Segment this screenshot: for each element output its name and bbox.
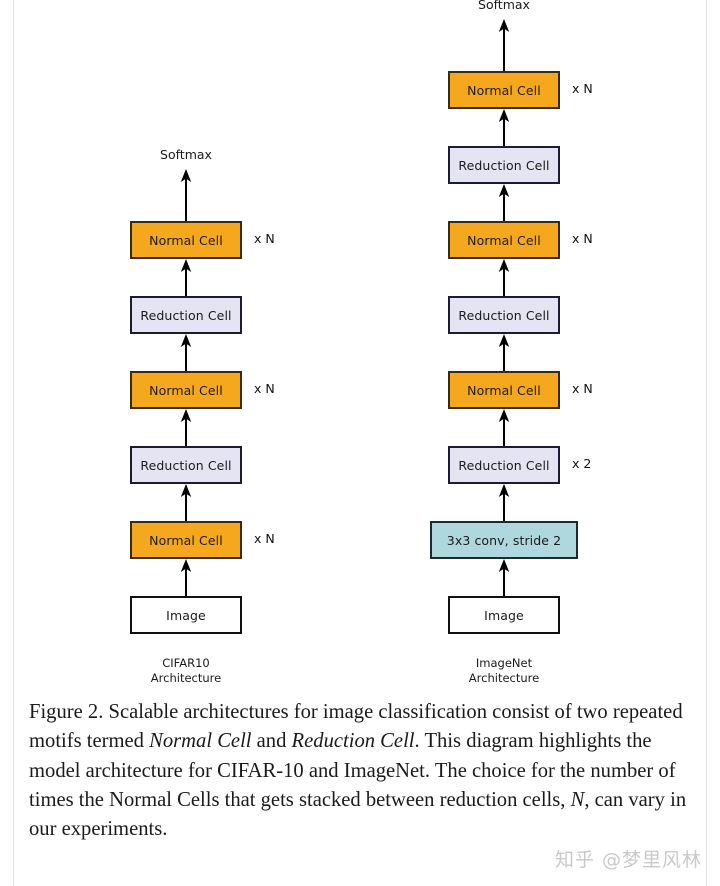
node-label: Reduction Cell xyxy=(140,307,232,323)
node-label: Image xyxy=(166,607,206,623)
flow-arrow-output xyxy=(178,169,194,221)
caption-emphasis-normal-cell: Normal Cell xyxy=(149,730,252,753)
caption-text-part4: , can vary in our experiments. xyxy=(29,788,687,841)
repeat-multiplier-label: x 2 xyxy=(572,456,592,471)
page-border-left xyxy=(13,0,14,886)
node-label: Reduction Cell xyxy=(458,157,550,173)
repeat-multiplier-label: x N xyxy=(572,381,593,396)
softmax-output-label: Softmax xyxy=(478,0,530,12)
node-conv-6: 3x3 conv, stride 2 xyxy=(430,521,578,559)
node-normal-4: Normal Cell xyxy=(448,371,560,409)
node-label: Normal Cell xyxy=(467,232,541,248)
node-label: Normal Cell xyxy=(149,532,223,548)
node-reduction-3: Reduction Cell xyxy=(130,446,242,484)
flow-arrow xyxy=(496,484,512,521)
node-normal-0: Normal Cell xyxy=(448,71,560,109)
node-normal-0: Normal Cell xyxy=(130,221,242,259)
node-label: Normal Cell xyxy=(149,232,223,248)
flow-arrow xyxy=(496,184,512,221)
flow-arrow xyxy=(496,259,512,296)
flow-arrow xyxy=(178,484,194,521)
caption-variable-n: N xyxy=(570,788,585,811)
node-label: 3x3 conv, stride 2 xyxy=(446,532,562,548)
flow-arrow xyxy=(496,334,512,371)
caption-text-part1: Figure 2. Scalable architectures for ima… xyxy=(29,701,683,753)
flow-arrow xyxy=(496,409,512,446)
flow-arrow xyxy=(178,334,194,371)
node-label: Reduction Cell xyxy=(458,307,550,323)
architecture-name-line1: ImageNet xyxy=(475,656,533,670)
caption-text-part3: . This diagram highlights the model arch… xyxy=(29,730,676,811)
node-reduction-3: Reduction Cell xyxy=(448,296,560,334)
node-normal-4: Normal Cell xyxy=(130,521,242,559)
node-reduction-1: Reduction Cell xyxy=(130,296,242,334)
node-label: Normal Cell xyxy=(149,382,223,398)
repeat-multiplier-label: x N xyxy=(572,231,593,246)
node-label: Reduction Cell xyxy=(140,457,232,473)
watermark: 知乎 @梦里风林 xyxy=(554,849,702,871)
architecture-name-line1: CIFAR10 xyxy=(162,656,210,670)
repeat-multiplier-label: x N xyxy=(572,81,593,96)
node-image-7: Image xyxy=(448,596,560,634)
caption-emphasis-reduction-cell: Reduction Cell xyxy=(291,730,415,753)
flow-arrow xyxy=(178,409,194,446)
node-reduction-1: Reduction Cell xyxy=(448,146,560,184)
node-normal-2: Normal Cell xyxy=(130,371,242,409)
architecture-name-line2: Architecture xyxy=(468,671,540,686)
node-label: Normal Cell xyxy=(467,382,541,398)
softmax-output-label: Softmax xyxy=(160,147,212,162)
node-reduction-5: Reduction Cell xyxy=(448,446,560,484)
figure-caption: Figure 2. Scalable architectures for ima… xyxy=(29,698,693,844)
repeat-multiplier-label: x N xyxy=(254,381,275,396)
page-border-right xyxy=(706,0,707,886)
repeat-multiplier-label: x N xyxy=(254,531,275,546)
flow-arrow xyxy=(178,259,194,296)
caption-text-part2: and xyxy=(251,730,292,753)
node-label: Image xyxy=(484,607,524,623)
imagenet-architecture-column: Image 3x3 conv, stride 2 Reduction Cell x 2… xyxy=(354,0,654,700)
flow-arrow xyxy=(496,559,512,596)
flow-arrow-output xyxy=(496,19,512,71)
repeat-multiplier-label: x N xyxy=(254,231,275,246)
node-image-5: Image xyxy=(130,596,242,634)
node-label: Reduction Cell xyxy=(458,457,550,473)
flow-arrow xyxy=(496,109,512,146)
architecture-name-line2: Architecture xyxy=(150,671,222,686)
flow-arrow xyxy=(178,559,194,596)
node-label: Normal Cell xyxy=(467,82,541,98)
node-normal-2: Normal Cell xyxy=(448,221,560,259)
